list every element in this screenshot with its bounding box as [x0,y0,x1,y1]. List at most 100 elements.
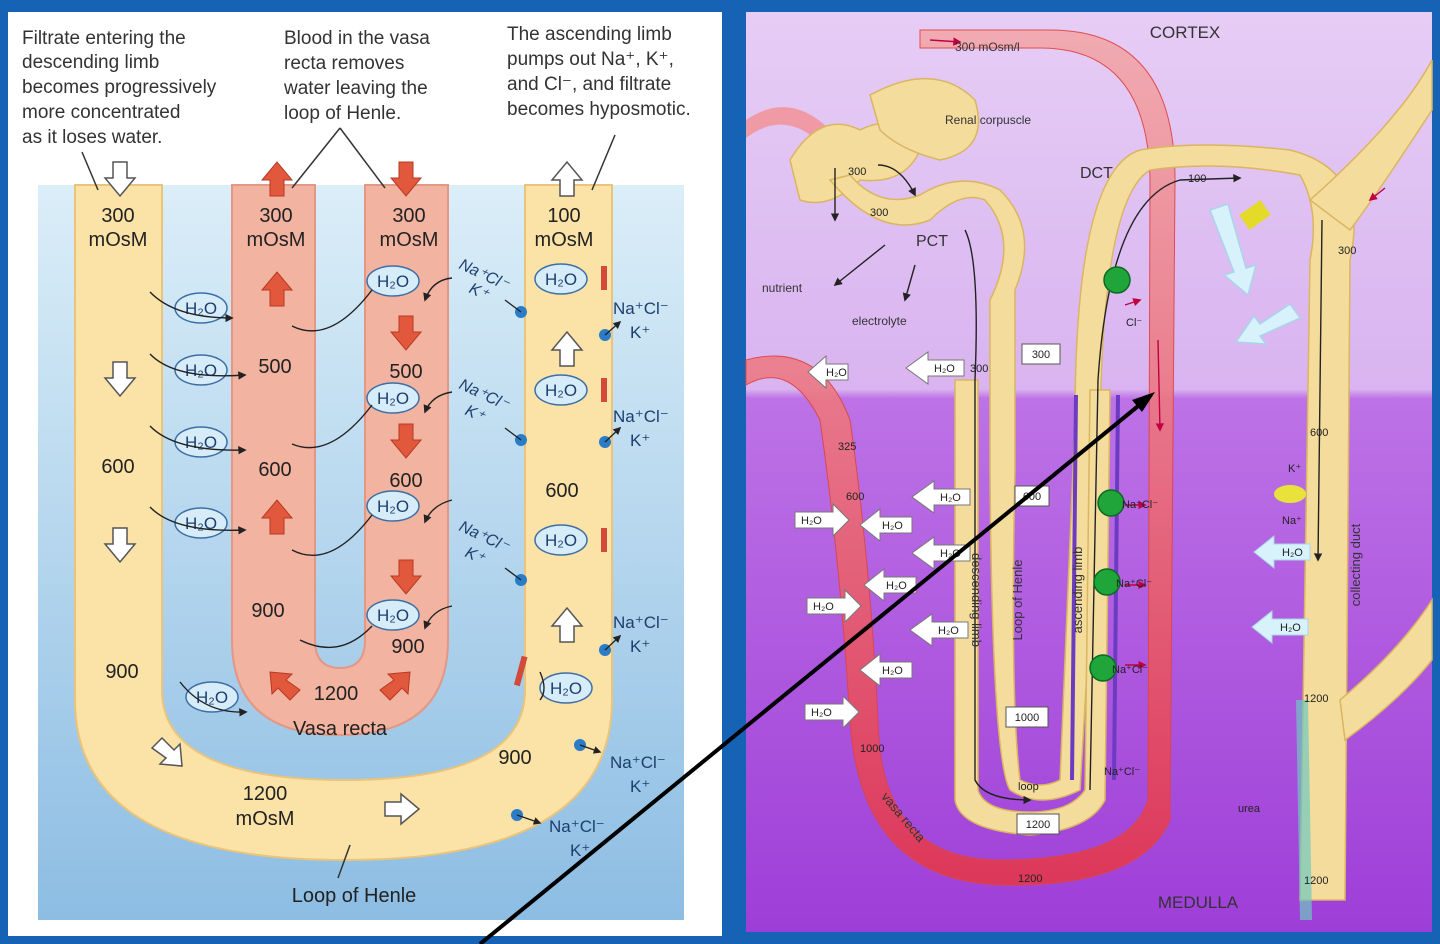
ion-label-nacl: Na⁺Cl⁻ [613,299,669,318]
water-molecule: H₂O [366,382,420,414]
urea-label: urea [1238,803,1261,815]
num-pct-b: 300 [870,207,888,219]
cd-transporter [1274,485,1306,503]
k-plus-label: K⁺ [1288,463,1301,475]
ascending-limb-label: ascending limb [1070,547,1085,634]
value-vr-bottom: 1200 [314,683,359,705]
svg-text:H₂O: H₂O [377,272,409,291]
svg-text:H₂O: H₂O [811,707,832,719]
pump-dot [1097,489,1125,517]
up-arrow-icon [550,606,584,643]
box-1200: 1200 [1026,819,1050,831]
green-pumps [1089,266,1131,682]
loop-tip-label: loop [1018,781,1039,793]
vasa-recta-tube-right [745,29,1176,886]
down-arrow-icon [103,161,137,198]
pump-dot [1093,568,1121,596]
water-arrow-boxes: H₂O H₂O H₂O H₂O H₂O H₂O H₂O H₂O H₂O H₂O … [794,351,1311,730]
collecting-duct-label: collecting duct [1348,523,1363,606]
num-pct-a: 300 [848,166,866,178]
cd-wall [1296,700,1312,920]
svg-text:H₂O: H₂O [377,389,409,408]
water-molecule: H₂O [534,524,588,556]
water-arrow: H₂O [1253,534,1311,570]
water-arrow: H₂O [859,507,913,543]
svg-text:H₂O: H₂O [545,531,577,550]
water-arrow: H₂O [909,613,969,647]
up-arrow-icon [260,499,294,535]
na-plus-label: Na⁺ [1282,515,1302,527]
svg-text:H₂O: H₂O [545,381,577,400]
unit-vr-down-top: mOsM [380,229,439,251]
dct-transporter [1239,200,1271,230]
ion-label-nacl: Na⁺Cl⁻ [613,407,669,426]
nacl-label: Na⁺Cl⁻ [1116,578,1152,590]
svg-text:H₂O: H₂O [185,299,217,318]
svg-text:H₂O: H₂O [1282,547,1303,559]
svg-text:H₂O: H₂O [185,361,217,380]
diagonal-arrow-icon [379,671,411,701]
water-molecule: H₂O [366,265,420,297]
value-vr-up-top: 300 [259,205,292,227]
dct-label: DCT [1080,165,1113,182]
num-cd-1200b: 1200 [1304,875,1328,887]
water-movement-curves [149,277,545,717]
svg-text:H₂O: H₂O [934,363,955,375]
vasa-recta-tube [231,184,449,737]
loop-of-henle-label: Loop of Henle [292,885,417,907]
ion-label-k: K⁺ [570,841,590,860]
water-molecule: H₂O [174,426,228,458]
value-vr-up-500: 500 [258,356,291,378]
value-boxes: 300 600 1000 1200 [1005,343,1061,835]
svg-text:H₂O: H₂O [185,433,217,452]
ion-label-k: K⁺ [630,431,650,450]
unit-asc-top: mOsM [535,229,594,251]
svg-text:H₂O: H₂O [801,515,822,527]
ion-pumps [504,266,622,825]
cl-minus-label: Cl⁻ [1126,317,1142,329]
diagonal-arrow-icon [269,671,301,701]
osmolarity-values: 300 mOsM 300 mOsM 300 mOsM 100 mOsM 500 … [89,205,594,907]
pump-dot [1089,654,1117,682]
up-arrow-icon [550,330,584,367]
ion-label-nacl: Na⁺Cl⁻ [613,613,669,632]
down-arrow-icon [103,527,137,564]
loop-of-henle-tube [74,184,613,862]
water-arrow: H₂O [911,536,971,570]
down-arrow-icon [103,361,137,398]
svg-text:H₂O: H₂O [377,606,409,625]
water-molecule: H₂O [174,507,228,539]
svg-text:H₂O: H₂O [550,679,582,698]
unit-vr-up-top: mOsM [247,229,306,251]
ion-label-k: K⁺ [630,777,650,796]
up-arrow-icon [260,271,294,307]
value-vr-up-600: 600 [258,459,291,481]
connector-arrowhead-icon [1132,392,1155,412]
unit-desc-top: mOsM [89,229,148,251]
num-desc-300: 300 [970,363,988,375]
down-arrow-icon [389,423,423,459]
water-arrow: H₂O [794,502,850,538]
svg-text:H₂O: H₂O [882,665,903,677]
renal-corpuscle-label: Renal corpuscle [945,113,1031,127]
unit-loop-bottom: mOsM [236,808,295,830]
svg-text:H₂O: H₂O [545,270,577,289]
num-cd-300: 300 [1338,245,1356,257]
water-arrow: H₂O [863,567,917,603]
box-300: 300 [1032,349,1050,361]
svg-text:H₂O: H₂O [185,514,217,533]
ion-label-k: K⁺ [630,323,650,342]
ion-label-nacl: Na⁺Cl⁻ [610,753,666,772]
nacl-label: Na⁺Cl⁻ [1122,499,1158,511]
caption-pointers [81,127,616,879]
value-vr-down-900: 900 [391,636,424,658]
small-labels: 300 mOsm/l Renal corpuscle PCT DCT nutri… [762,40,1356,887]
filtrate-flow-arrows [103,160,584,826]
vessel-segment [746,107,830,145]
svg-text:H₂O: H₂O [882,520,903,532]
water-molecule: H₂O [174,292,228,324]
nephron-tubule [789,59,1433,901]
nutrient-label: nutrient [762,281,803,295]
num-vr-1000: 1000 [860,743,884,755]
